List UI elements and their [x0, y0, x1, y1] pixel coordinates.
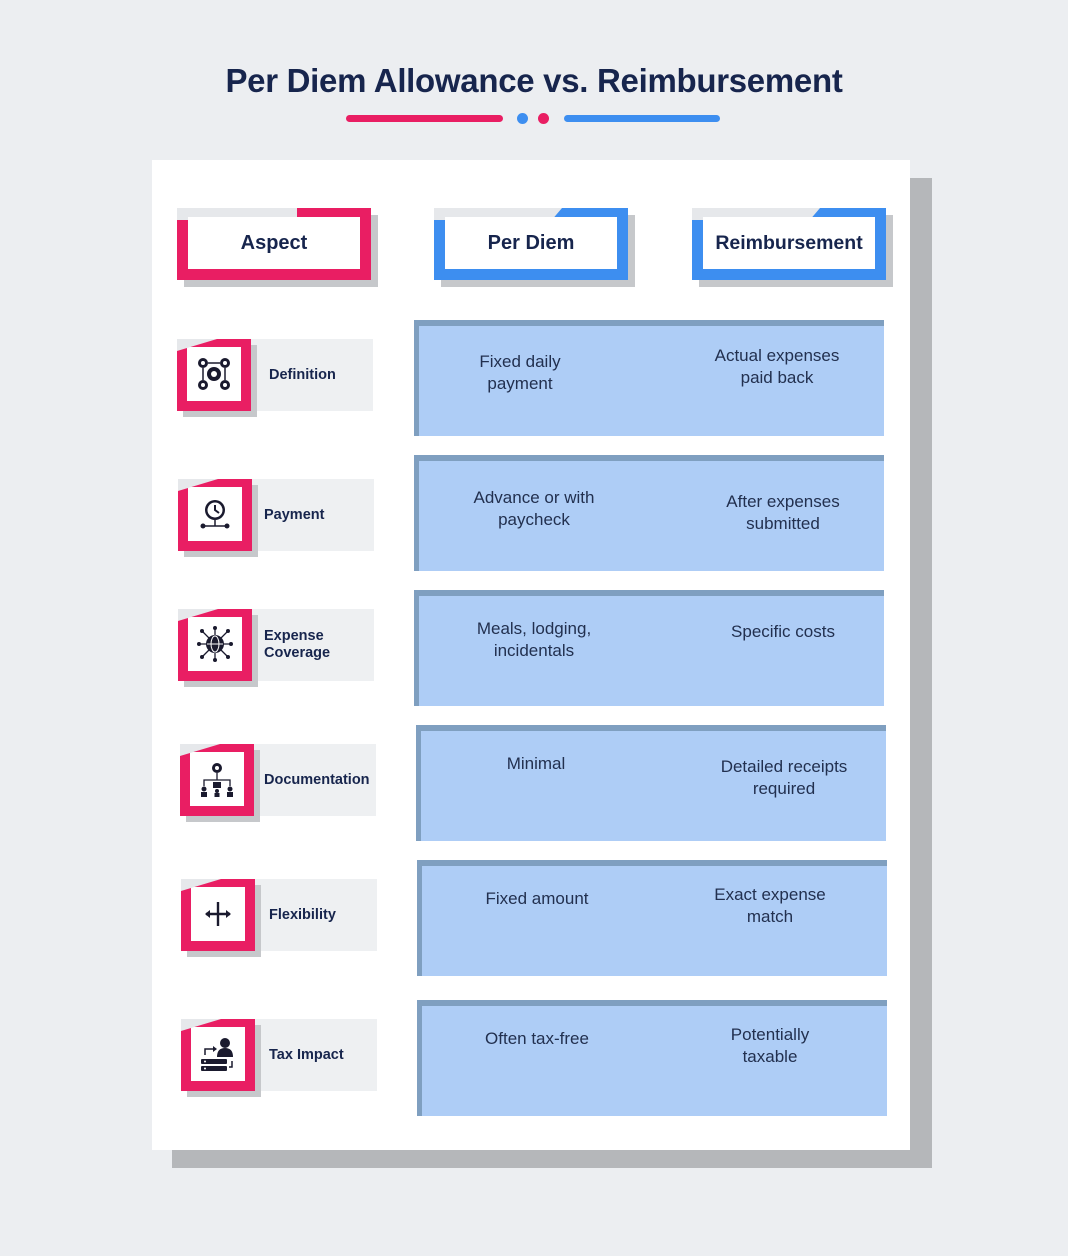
value-band-expense-coverage: Meals, lodging, incidentals Specific cos… — [414, 590, 884, 706]
aspect-row-definition: Definition — [177, 339, 373, 417]
aspect-row-tax-impact: Tax Impact — [181, 1019, 377, 1097]
per-diem-value: Minimal — [506, 754, 566, 773]
aspect-row-expense-coverage: Expense Coverage — [178, 609, 374, 687]
aspect-label: Definition — [269, 366, 336, 383]
clock-timeline-icon — [200, 500, 230, 529]
value-band-definition: Fixed daily payment Actual expenses paid… — [414, 320, 884, 436]
aspect-row-flexibility: Flexibility — [181, 879, 377, 957]
reimbursement-value: Potentially taxable — [730, 1025, 810, 1066]
aspect-label: Payment — [264, 506, 325, 523]
globe-network-icon — [197, 626, 233, 662]
aspect-label: Flexibility — [269, 906, 336, 923]
value-band-documentation: Minimal Detailed receipts required — [416, 725, 886, 841]
value-band-flexibility: Fixed amount Exact expense match — [417, 860, 887, 976]
header-aspect: Aspect — [177, 208, 378, 287]
reimbursement-value: Actual expenses paid back — [714, 346, 840, 387]
gears-network-icon — [198, 358, 230, 390]
reimbursement-value: After expenses submitted — [726, 492, 840, 533]
aspect-label: Expense Coverage — [264, 628, 331, 661]
header-per-diem: Per Diem — [434, 208, 635, 287]
aspect-label: Documentation — [264, 771, 370, 788]
per-diem-value: Meals, lodging, incidentals — [476, 619, 592, 660]
person-server-icon — [201, 1038, 233, 1071]
per-diem-value: Often tax-free — [485, 1029, 589, 1048]
reimbursement-value: Specific costs — [731, 622, 835, 641]
reimbursement-value: Exact expense match — [714, 885, 826, 926]
header-reimbursement: Reimbursement — [692, 208, 893, 287]
org-chart-gear-icon — [201, 763, 233, 797]
move-arrows-icon — [205, 902, 231, 926]
per-diem-value: Advance or with paycheck — [473, 488, 595, 529]
value-band-tax-impact: Often tax-free Potentially taxable — [417, 1000, 887, 1116]
aspect-row-documentation: Documentation — [180, 744, 376, 822]
header-per-diem-label: Per Diem — [445, 217, 617, 269]
per-diem-value: Fixed daily payment — [479, 352, 561, 393]
value-band-payment: Advance or with paycheck After expenses … — [414, 455, 884, 571]
page-title: Per Diem Allowance vs. Reimbursement — [225, 62, 843, 99]
header-reimbursement-label: Reimbursement — [703, 217, 875, 269]
title-underline-decoration — [346, 113, 722, 124]
aspect-row-payment: Payment — [178, 479, 374, 557]
header-aspect-label: Aspect — [188, 217, 360, 269]
per-diem-value: Fixed amount — [485, 889, 589, 908]
aspect-label: Tax Impact — [269, 1046, 344, 1063]
reimbursement-value: Detailed receipts required — [720, 757, 848, 798]
